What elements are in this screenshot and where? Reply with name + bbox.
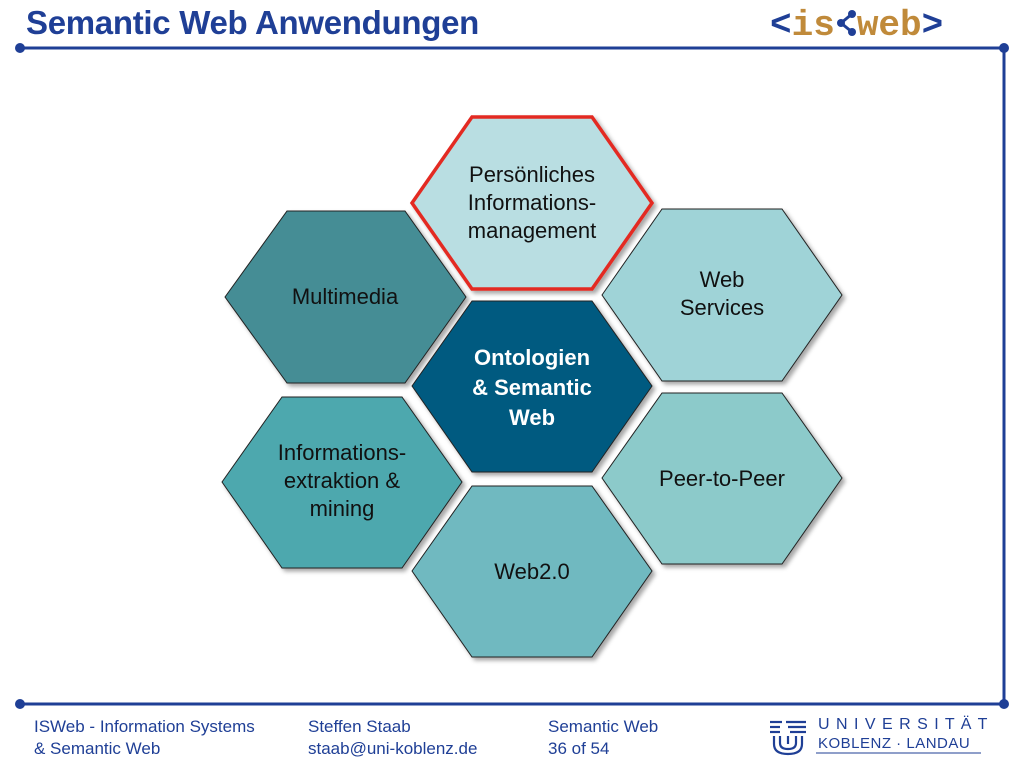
hex-label-line: Persönliches: [469, 162, 595, 187]
hex-center: [411, 300, 653, 473]
university-emblem-icon: [770, 720, 806, 756]
hex-label-center: Ontologien & Semantic Web: [432, 343, 632, 433]
footer-org-line1: ISWeb - Information Systems: [34, 717, 255, 736]
hex-label-line: management: [467, 218, 597, 243]
hex-pim: [409, 115, 655, 291]
logo-close-bracket: >: [921, 5, 944, 46]
university-logo: [770, 720, 981, 756]
header-rule-dot-left: [15, 43, 25, 53]
hex-label-web20: Web2.0: [432, 558, 632, 586]
hex-web20: [411, 485, 653, 658]
hex-label-line: Multimedia: [291, 284, 399, 309]
hex-webservices: [601, 208, 843, 382]
hex-label-line: Web: [508, 405, 556, 430]
footer-course: Semantic Web 36 of 54: [548, 716, 658, 760]
hex-label-p2p: Peer-to-Peer: [622, 465, 822, 493]
hex-label-line: Peer-to-Peer: [659, 466, 785, 491]
hex-label-line: extraktion &: [283, 468, 401, 493]
hex-label-line: mining: [309, 496, 375, 521]
footer-email-link[interactable]: staab@uni-koblenz.de: [308, 739, 478, 758]
hex-label-line: Informations-: [277, 440, 407, 465]
footer-org: ISWeb - Information Systems & Semantic W…: [34, 716, 255, 760]
footer-author-name: Steffen Staab: [308, 717, 411, 736]
logo-open-bracket: <: [770, 5, 792, 46]
university-name: U N I V E R S I T Ä T: [818, 716, 989, 733]
hex-label-line: Web2.0: [494, 559, 570, 584]
hex-label-line: Services: [679, 295, 765, 320]
footer-page-number: 36 of 54: [548, 739, 610, 758]
isweb-logo: <is web>: [770, 4, 943, 48]
hex-label-pim: Persönliches Informations- management: [432, 161, 632, 245]
logo-is: is: [791, 5, 835, 46]
footer-course-name: Semantic Web: [548, 717, 659, 736]
share-icon: [836, 10, 856, 36]
university-location: KOBLENZ · LANDAU: [818, 735, 971, 752]
footer-org-line2: & Semantic Web: [34, 739, 161, 758]
hex-label-ie: Informations- extraktion & mining: [242, 439, 442, 523]
hex-label-line: Web: [699, 267, 745, 292]
footer-author: Steffen Staab staab@uni-koblenz.de: [308, 716, 477, 760]
footer-rule-dot-left: [15, 699, 25, 709]
hex-label-line: & Semantic: [472, 375, 592, 400]
hex-p2p: [601, 392, 843, 565]
hex-ie: [221, 396, 463, 569]
footer-rule-dot-right: [999, 699, 1009, 709]
hex-multimedia: [224, 210, 467, 384]
logo-web: web: [856, 5, 922, 46]
hex-label-line: Ontologien: [473, 345, 591, 370]
hex-label-webservices: Web Services: [622, 266, 822, 322]
hex-label-line: Informations-: [467, 190, 597, 215]
page-title: Semantic Web Anwendungen: [26, 4, 480, 41]
hex-label-multimedia: Multimedia: [245, 283, 445, 311]
